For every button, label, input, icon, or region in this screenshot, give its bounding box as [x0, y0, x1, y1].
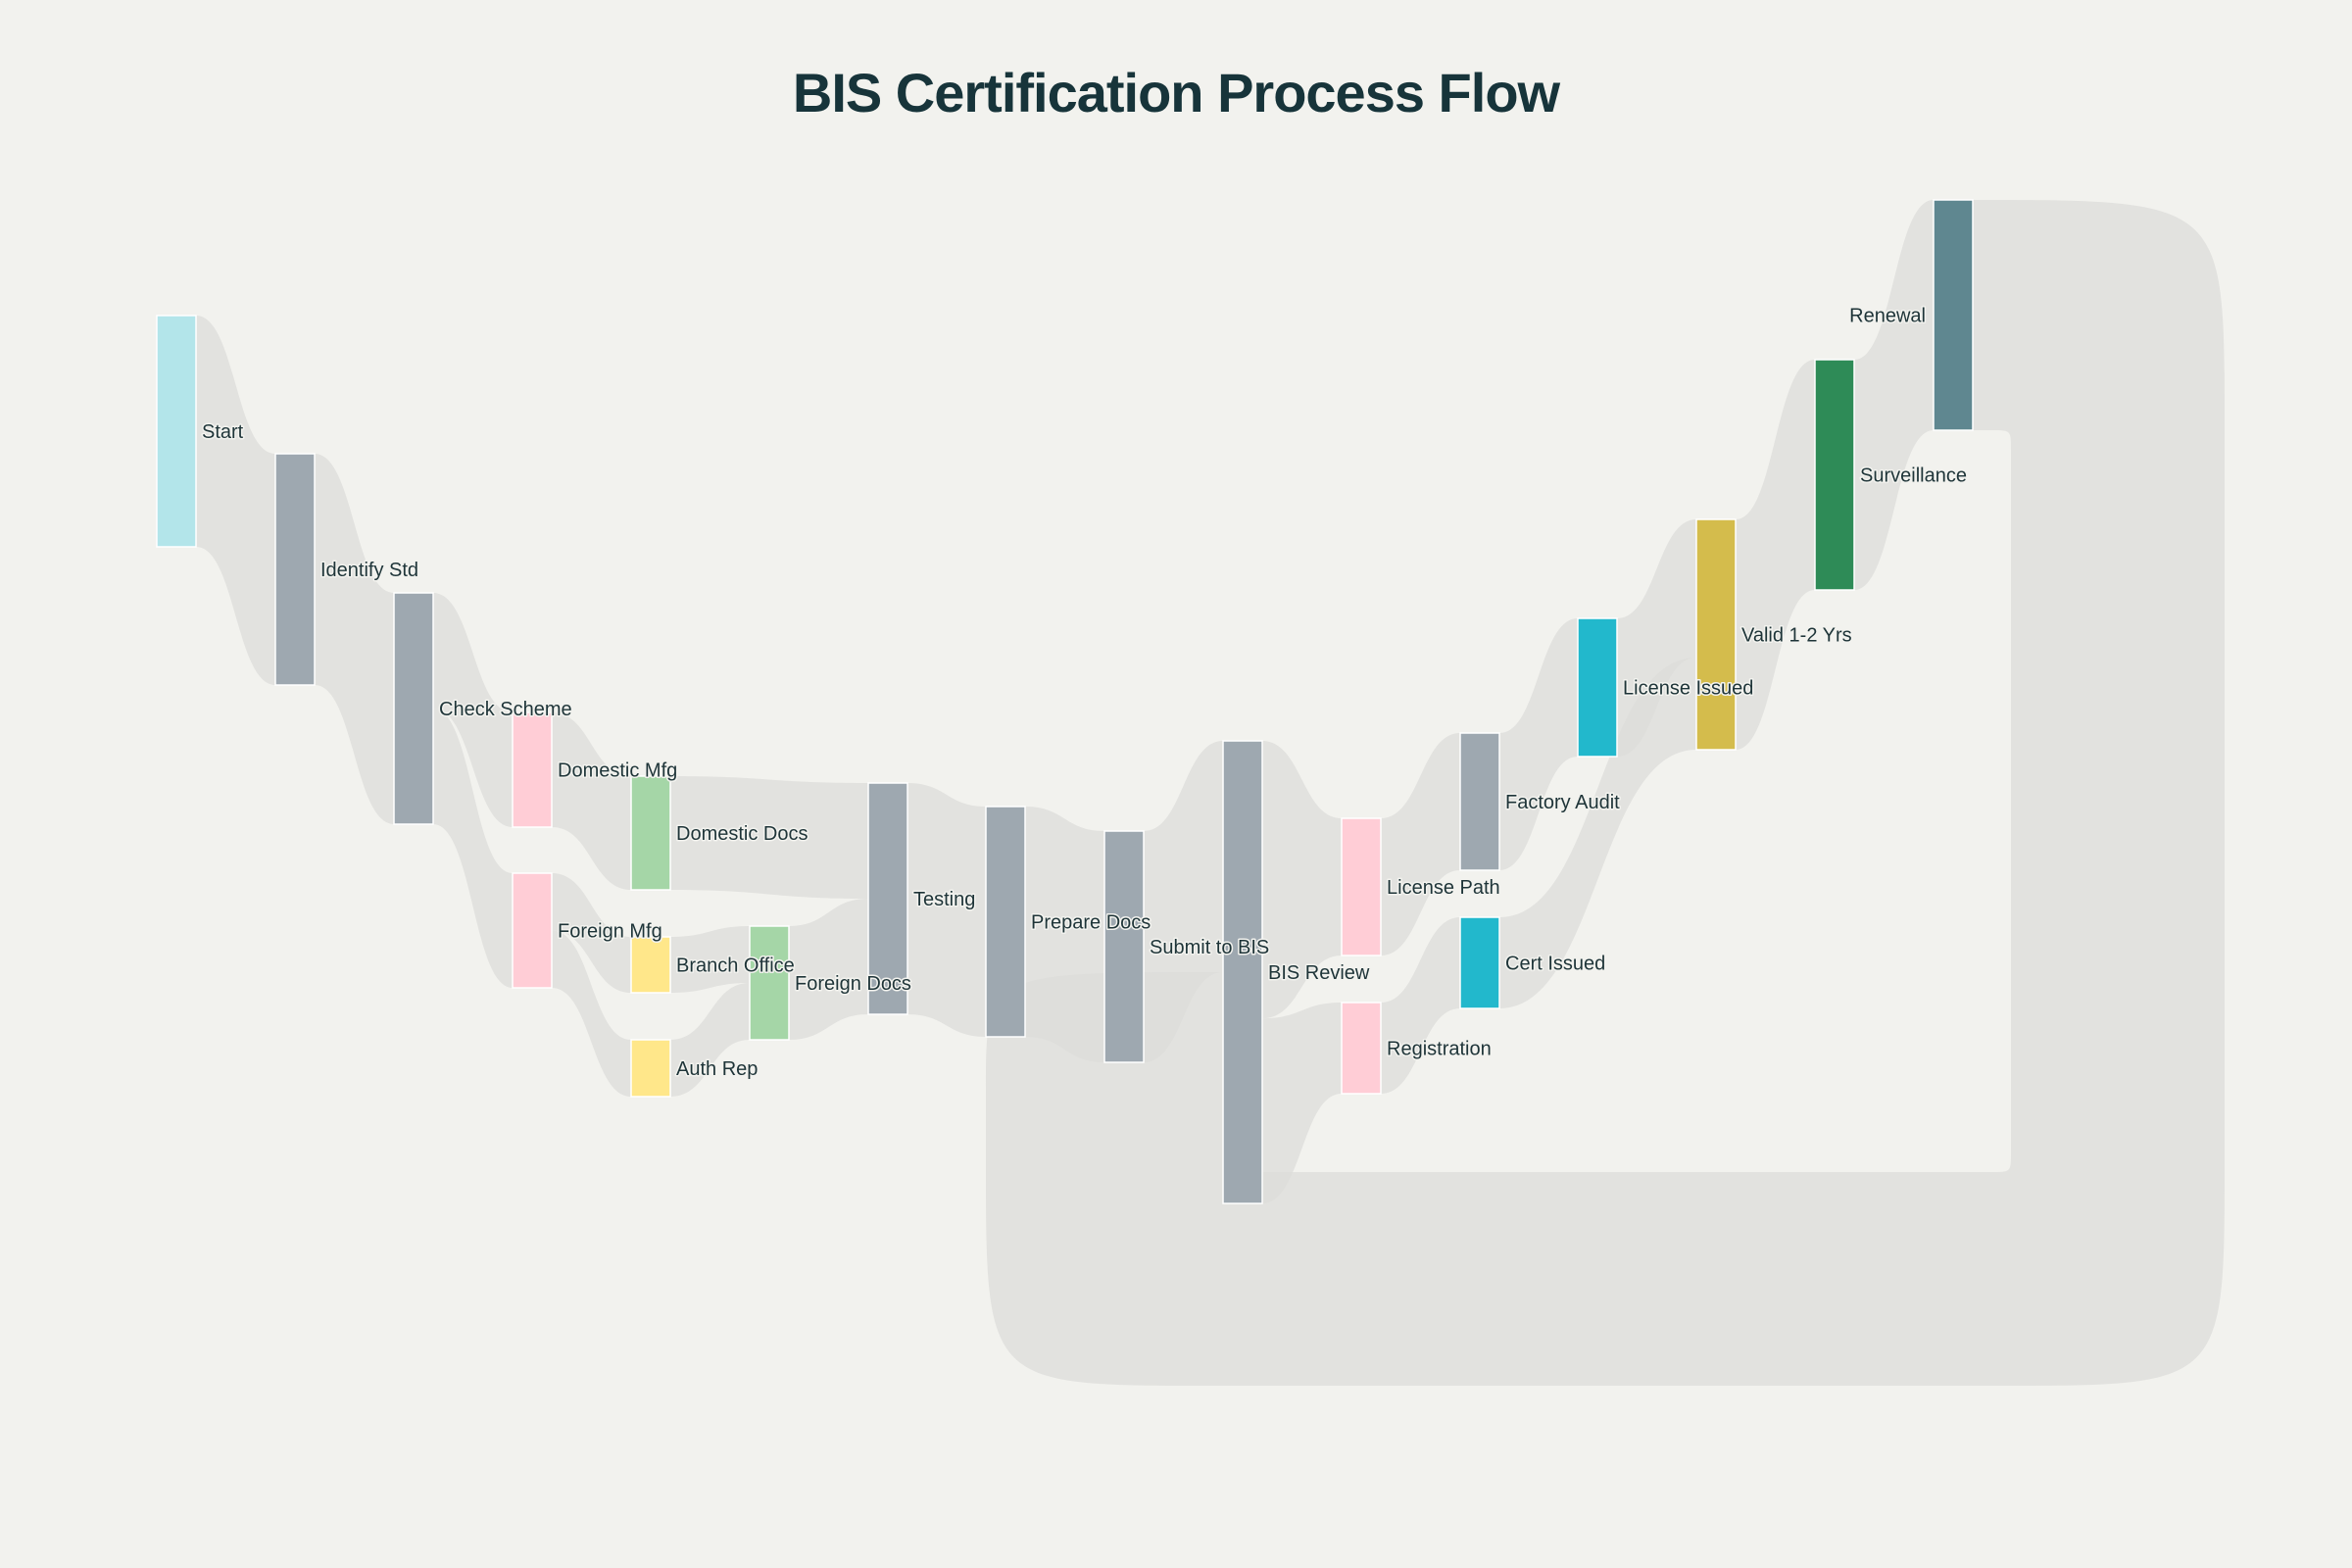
node-renewal[interactable] [1933, 199, 1974, 431]
link-bis-review-to-license-path[interactable] [1262, 741, 1342, 1019]
node-branch-office[interactable] [630, 936, 671, 994]
link-start-to-identify-std[interactable] [196, 316, 275, 685]
link-surveillance-to-renewal[interactable] [1854, 200, 1934, 590]
node-start[interactable] [156, 315, 197, 548]
node-label-domestic-mfg: Domestic Mfg [558, 760, 677, 782]
link-branch-office-to-foreign-docs[interactable] [670, 926, 750, 993]
node-foreign-mfg[interactable] [512, 872, 553, 989]
link-cert-issued-to-valid-1-2-yrs[interactable] [1499, 658, 1696, 1008]
node-label-registration: Registration [1387, 1039, 1492, 1060]
link-renewal-to-bis-review[interactable] [986, 200, 2225, 1386]
node-label-foreign-docs: Foreign Docs [795, 973, 911, 995]
node-label-branch-office: Branch Office [676, 956, 795, 977]
node-label-bis-review: BIS Review [1268, 962, 1370, 984]
node-label-license-issued: License Issued [1623, 678, 1753, 700]
node-label-foreign-mfg: Foreign Mfg [558, 921, 662, 943]
node-testing[interactable] [867, 782, 908, 1015]
node-label-start: Start [202, 421, 244, 443]
node-label-cert-issued: Cert Issued [1505, 954, 1605, 975]
node-label-prepare-docs: Prepare Docs [1031, 912, 1151, 934]
link-license-path-to-factory-audit[interactable] [1381, 733, 1460, 956]
link-foreign-docs-to-testing[interactable] [789, 899, 868, 1040]
node-foreign-docs[interactable] [749, 925, 790, 1041]
link-license-issued-to-valid-1-2-yrs[interactable] [1617, 519, 1696, 757]
node-label-renewal: Renewal [1849, 306, 1926, 327]
node-label-factory-audit: Factory Audit [1505, 792, 1620, 813]
link-factory-audit-to-license-issued[interactable] [1499, 618, 1578, 870]
link-valid-1-2-yrs-to-surveillance[interactable] [1736, 360, 1815, 750]
node-label-check-scheme: Check Scheme [439, 699, 572, 720]
link-domestic-docs-to-testing[interactable] [670, 776, 868, 899]
node-label-submit-to-bis: Submit to BIS [1150, 937, 1269, 958]
link-bis-review-to-registration[interactable] [1262, 1003, 1342, 1203]
node-identify-std[interactable] [274, 453, 316, 686]
node-submit-to-bis[interactable] [1103, 830, 1145, 1063]
node-auth-rep[interactable] [630, 1039, 671, 1098]
node-valid-1-2-yrs[interactable] [1695, 518, 1737, 751]
link-identify-std-to-check-scheme[interactable] [315, 454, 394, 824]
node-label-surveillance: Surveillance [1860, 466, 1967, 487]
node-label-identify-std: Identify Std [320, 560, 418, 581]
link-registration-to-cert-issued[interactable] [1381, 917, 1460, 1094]
node-label-license-path: License Path [1387, 877, 1500, 899]
node-license-path[interactable] [1341, 817, 1382, 956]
link-testing-to-prepare-docs[interactable] [907, 783, 986, 1037]
node-label-testing: Testing [913, 889, 975, 910]
node-bis-review[interactable] [1222, 740, 1263, 1204]
chart-title: BIS Certification Process Flow [792, 62, 1560, 123]
link-auth-rep-to-foreign-docs[interactable] [670, 983, 750, 1097]
node-registration[interactable] [1341, 1002, 1382, 1095]
link-foreign-mfg-to-branch-office[interactable] [552, 873, 631, 993]
node-domestic-mfg[interactable] [512, 711, 553, 828]
node-check-scheme[interactable] [393, 592, 434, 825]
sankey-nodes [156, 199, 1974, 1204]
node-label-valid-1-2-yrs: Valid 1-2 Yrs [1741, 625, 1852, 647]
node-cert-issued[interactable] [1459, 916, 1500, 1009]
node-license-issued[interactable] [1577, 617, 1618, 758]
node-label-auth-rep: Auth Rep [676, 1058, 758, 1080]
link-check-scheme-to-foreign-mfg[interactable] [433, 709, 513, 988]
link-foreign-mfg-to-auth-rep[interactable] [552, 930, 631, 1098]
link-check-scheme-to-domestic-mfg[interactable] [433, 593, 513, 827]
sankey-links [196, 200, 2225, 1386]
link-domestic-mfg-to-domestic-docs[interactable] [552, 712, 631, 890]
node-label-domestic-docs: Domestic Docs [676, 823, 808, 845]
node-surveillance[interactable] [1814, 359, 1855, 591]
node-factory-audit[interactable] [1459, 732, 1500, 871]
node-domestic-docs[interactable] [630, 775, 671, 891]
node-prepare-docs[interactable] [985, 806, 1026, 1038]
